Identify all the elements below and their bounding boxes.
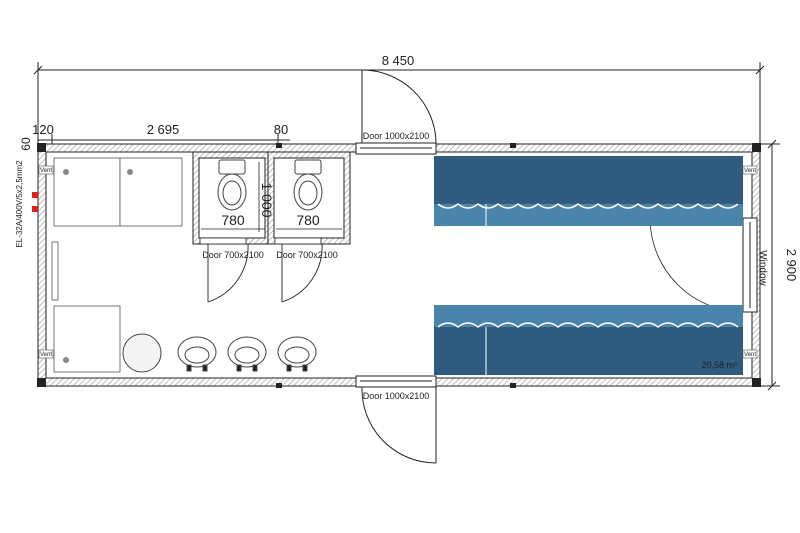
wc2-width-label: 780 [296, 212, 320, 228]
wc-door-2 [281, 243, 323, 303]
sink-1 [177, 336, 217, 372]
bench-top-light [434, 204, 743, 226]
sink-2 [227, 336, 267, 372]
wc-door-1-label: Door 700x2100 [202, 250, 264, 260]
wc-depth-label: 1 000 [259, 182, 275, 217]
window-label: Window [757, 250, 768, 286]
bench-top-dark [434, 156, 743, 204]
bottom-door-label: Door 1000x2100 [363, 391, 430, 401]
wc1-width-label: 780 [221, 212, 245, 228]
sink-3 [277, 336, 317, 372]
bench-bottom-dark [434, 327, 743, 375]
top-door [355, 69, 437, 155]
area-label: 20,58 m² [701, 360, 737, 370]
round-washbasin [122, 333, 162, 373]
dim-2695-label: 2 695 [147, 122, 180, 137]
dim-80-label: 80 [274, 122, 288, 137]
bench-bottom [434, 305, 743, 375]
wc-door-1 [207, 243, 249, 303]
vents [38, 165, 758, 359]
vent-label-1: Vent [40, 168, 52, 174]
wc-dimension-lines [201, 162, 342, 232]
wc-door-2-label: Door 700x2100 [276, 250, 338, 260]
electrical-label: EL-32A/400V/5x2,5mm2 [15, 160, 24, 248]
structural-posts [37, 143, 761, 388]
vent-label-3: Vent [744, 168, 756, 174]
bench-top [434, 156, 743, 226]
overall-length-dimension [33, 62, 765, 150]
shower-drains [63, 169, 133, 363]
overall-width-dimension [760, 139, 780, 391]
electrical-sockets [32, 192, 38, 212]
top-door-label: Door 1000x2100 [363, 131, 430, 141]
dim-120-label: 120 [32, 122, 54, 137]
left-panel [51, 241, 59, 301]
bench-bottom-light [434, 305, 743, 327]
toilet-1 [217, 159, 247, 211]
vent-label-4: Vent [744, 352, 756, 358]
toilet-2 [293, 159, 323, 211]
dim-60-label: 60 [19, 137, 33, 151]
overall-width-label: 2 900 [784, 249, 799, 282]
sinks [177, 336, 317, 372]
overall-length-label: 8 450 [382, 53, 415, 68]
bottom-door [355, 375, 437, 464]
vent-label-2: Vent [40, 352, 52, 358]
